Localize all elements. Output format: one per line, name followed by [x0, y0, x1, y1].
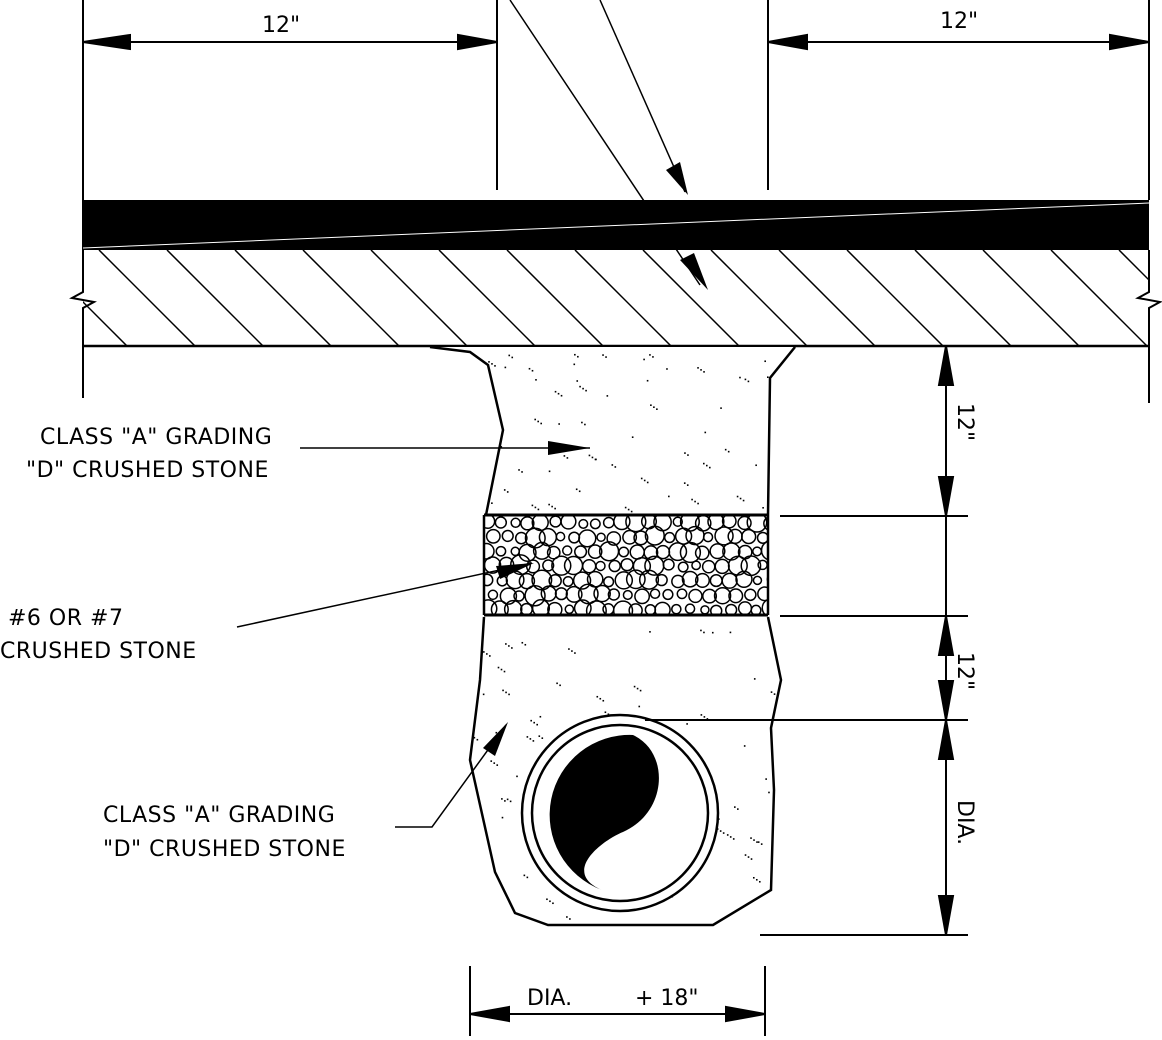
- bottom-plus-label: + 18": [635, 986, 699, 1011]
- drain-pipe: [520, 713, 720, 913]
- lower-fill-label-line1: CLASS "A" GRADING: [103, 803, 335, 828]
- right-middle-dimension-label: 12": [952, 652, 977, 690]
- stone-label-line1: #6 OR #7: [8, 606, 123, 631]
- stone-label-line2: CRUSHED STONE: [0, 639, 197, 664]
- stone-leader: [236, 562, 534, 628]
- upper-fill-label-line2: "D" CRUSHED STONE: [26, 458, 269, 483]
- top-right-dimension: [767, 0, 1150, 200]
- bottom-dimension: [469, 966, 766, 1036]
- upper-fill-leader: [300, 441, 590, 455]
- top-right-dimension-label: 12": [940, 9, 978, 34]
- right-dia-dimension-label: DIA.: [952, 800, 977, 845]
- right-upper-dimension-label: 12": [952, 403, 977, 441]
- concrete-slab: [69, 250, 1162, 403]
- bottom-dia-label: DIA.: [527, 986, 572, 1011]
- asphalt-layer: [82, 200, 1150, 250]
- right-dimensions: [645, 345, 968, 936]
- lower-fill-label-line2: "D" CRUSHED STONE: [103, 837, 346, 862]
- pipe-water-fill: [549, 734, 659, 890]
- upper-fill-label-line1: CLASS "A" GRADING: [40, 425, 272, 450]
- gravel-stone-layer: [482, 513, 770, 617]
- lower-fill-leader: [395, 722, 508, 828]
- top-left-dimension-label: 12": [262, 13, 300, 38]
- upper-crushed-stone-fill: [429, 345, 796, 516]
